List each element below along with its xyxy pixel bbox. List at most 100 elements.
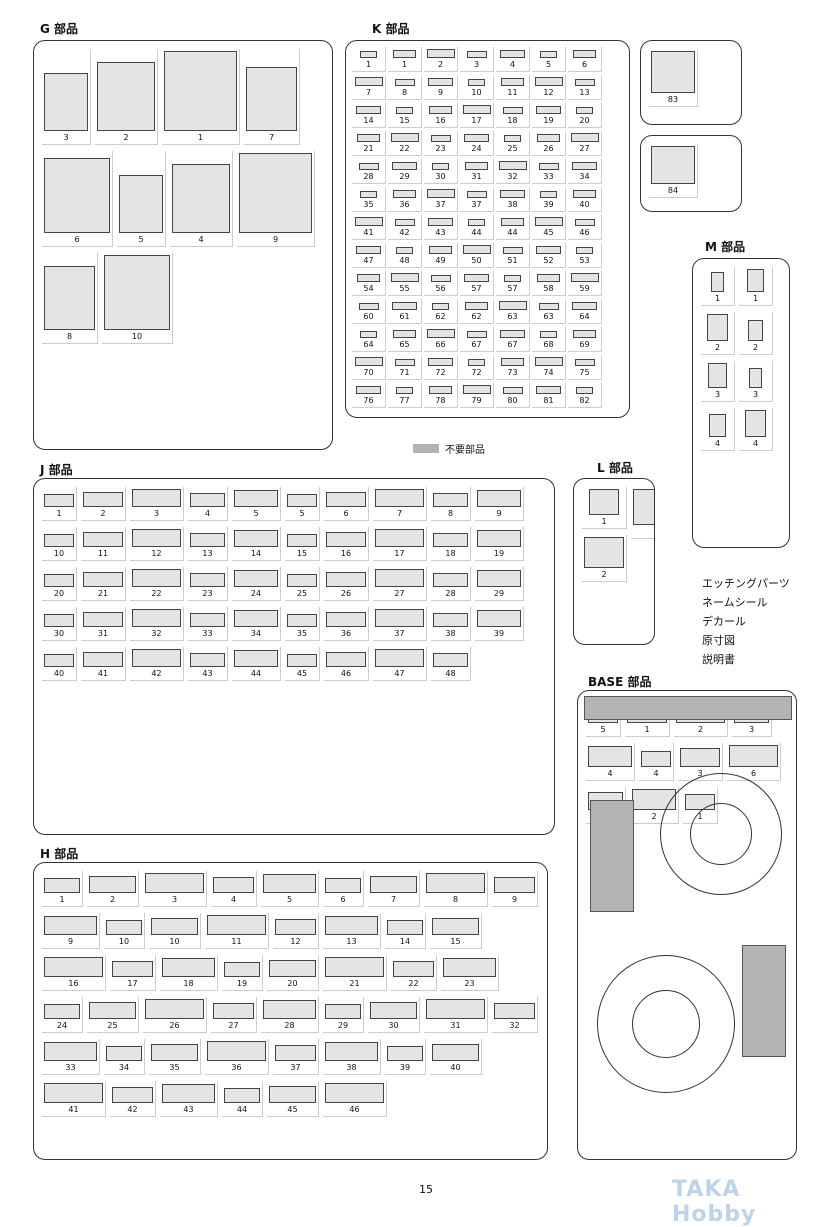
part-shape xyxy=(44,1004,80,1019)
sprue-h-part: 32 xyxy=(492,997,538,1033)
sprue-h-part: 27 xyxy=(211,997,257,1033)
sprue-k-part: 73 xyxy=(496,355,530,380)
part-number-label: 29 xyxy=(399,172,409,181)
part-number-label: 82 xyxy=(579,396,589,405)
part-number-label: 4 xyxy=(653,769,658,778)
part-shape xyxy=(433,493,468,507)
part-shape xyxy=(432,918,479,935)
part-number-label: 71 xyxy=(399,368,409,377)
part-shape xyxy=(465,162,488,170)
sprue-h-part: 18 xyxy=(160,955,218,991)
sprue-k-part: 57 xyxy=(460,271,494,296)
part-shape xyxy=(213,1003,254,1019)
part-shape xyxy=(359,303,379,310)
sprue-m-part: 4 xyxy=(739,408,773,451)
sprue-k-part: 79 xyxy=(460,383,494,408)
sprue-j-part: 39 xyxy=(475,607,524,641)
part-shape xyxy=(357,134,380,142)
sprue-j-part: 12 xyxy=(130,527,184,561)
part-shape xyxy=(213,877,254,893)
item-decal: デカール xyxy=(702,612,790,631)
sprue-k-part: 60 xyxy=(352,299,386,324)
part-shape xyxy=(396,387,413,394)
sprue-h-part: 46 xyxy=(323,1081,387,1117)
part-shape xyxy=(263,874,316,893)
part-number-label: 23 xyxy=(464,979,474,988)
part-number-label: 42 xyxy=(127,1105,137,1114)
part-shape xyxy=(539,303,559,310)
part-number-label: 1 xyxy=(644,725,649,734)
part-shape xyxy=(477,570,521,587)
part-number-label: 5 xyxy=(600,725,605,734)
part-shape xyxy=(748,320,763,341)
part-shape xyxy=(370,1002,417,1019)
part-number-label: 8 xyxy=(67,332,72,341)
sprue-k-part: 53 xyxy=(568,243,602,268)
sprue-base-part: 6 xyxy=(727,743,781,781)
sprue-k-part: 76 xyxy=(352,383,386,408)
part-shape xyxy=(356,386,381,394)
part-shape xyxy=(428,78,453,86)
sprue-h-part: 5 xyxy=(261,871,319,907)
part-number-label: 25 xyxy=(107,1021,117,1030)
sprue-k-part: 63 xyxy=(496,299,530,324)
sprue-j-part: 46 xyxy=(324,647,369,681)
part-shape xyxy=(627,704,667,723)
part-shape xyxy=(44,916,97,935)
part-shape xyxy=(132,609,181,627)
sprue-h-part: 34 xyxy=(104,1039,145,1075)
part-number-label: 36 xyxy=(399,200,409,209)
part-number-label: 5 xyxy=(299,509,304,518)
part-shape xyxy=(429,106,452,114)
sprue-j-part: 41 xyxy=(81,647,126,681)
sprue-k-part: 11 xyxy=(496,75,530,100)
item-name-seal: ネームシール xyxy=(702,593,790,612)
part-shape xyxy=(573,330,596,338)
sprue-j-part: 2 xyxy=(81,487,126,521)
part-number-label: 9 xyxy=(438,88,443,97)
part-shape xyxy=(433,613,468,627)
part-shape xyxy=(734,705,769,723)
part-shape xyxy=(97,62,155,131)
part-number-label: 40 xyxy=(579,200,589,209)
part-number-label: 5 xyxy=(253,509,258,518)
part-shape xyxy=(494,1003,535,1019)
sprue-k-part: 72 xyxy=(424,355,458,380)
part-number-label: 1 xyxy=(697,812,702,821)
part-shape xyxy=(467,51,487,58)
part-number-label: 49 xyxy=(435,256,445,265)
part-number-label: 8 xyxy=(402,88,407,97)
sprue-m-part: 4 xyxy=(701,408,735,451)
part-shape xyxy=(393,50,416,58)
part-number-label: 2 xyxy=(601,570,606,579)
part-number-label: 1 xyxy=(198,133,203,142)
sprue-k-part: 41 xyxy=(352,215,386,240)
part-number-label: 17 xyxy=(127,979,137,988)
part-number-label: 1 xyxy=(601,517,606,526)
part-number-label: 28 xyxy=(363,172,373,181)
sprue-k-part: 1 xyxy=(388,47,422,72)
sprue-k-part: 82 xyxy=(568,383,602,408)
sprue-k-part: 44 xyxy=(496,215,530,240)
sprue-k-part: 24 xyxy=(460,131,494,156)
sprue-k-part: 67 xyxy=(496,327,530,352)
sprue-k-part: 21 xyxy=(352,131,386,156)
part-shape xyxy=(633,489,655,525)
part-shape xyxy=(431,275,451,282)
sprue-j-part: 27 xyxy=(373,567,427,601)
part-shape xyxy=(477,490,521,507)
part-number-label: 63 xyxy=(507,312,517,321)
sprue-k-part: 75 xyxy=(568,355,602,380)
part-shape xyxy=(504,275,521,282)
part-shape xyxy=(395,79,415,86)
part-shape xyxy=(464,134,489,142)
sprue-h-part: 28 xyxy=(261,997,319,1033)
part-shape xyxy=(287,494,317,507)
sprue-j-part: 37 xyxy=(373,607,427,641)
part-shape xyxy=(112,1087,153,1103)
part-number-label: 39 xyxy=(400,1063,410,1072)
part-shape xyxy=(325,916,378,935)
part-shape xyxy=(190,533,225,547)
sprue-k-part: 71 xyxy=(388,355,422,380)
sprue-k-part: 65 xyxy=(388,327,422,352)
